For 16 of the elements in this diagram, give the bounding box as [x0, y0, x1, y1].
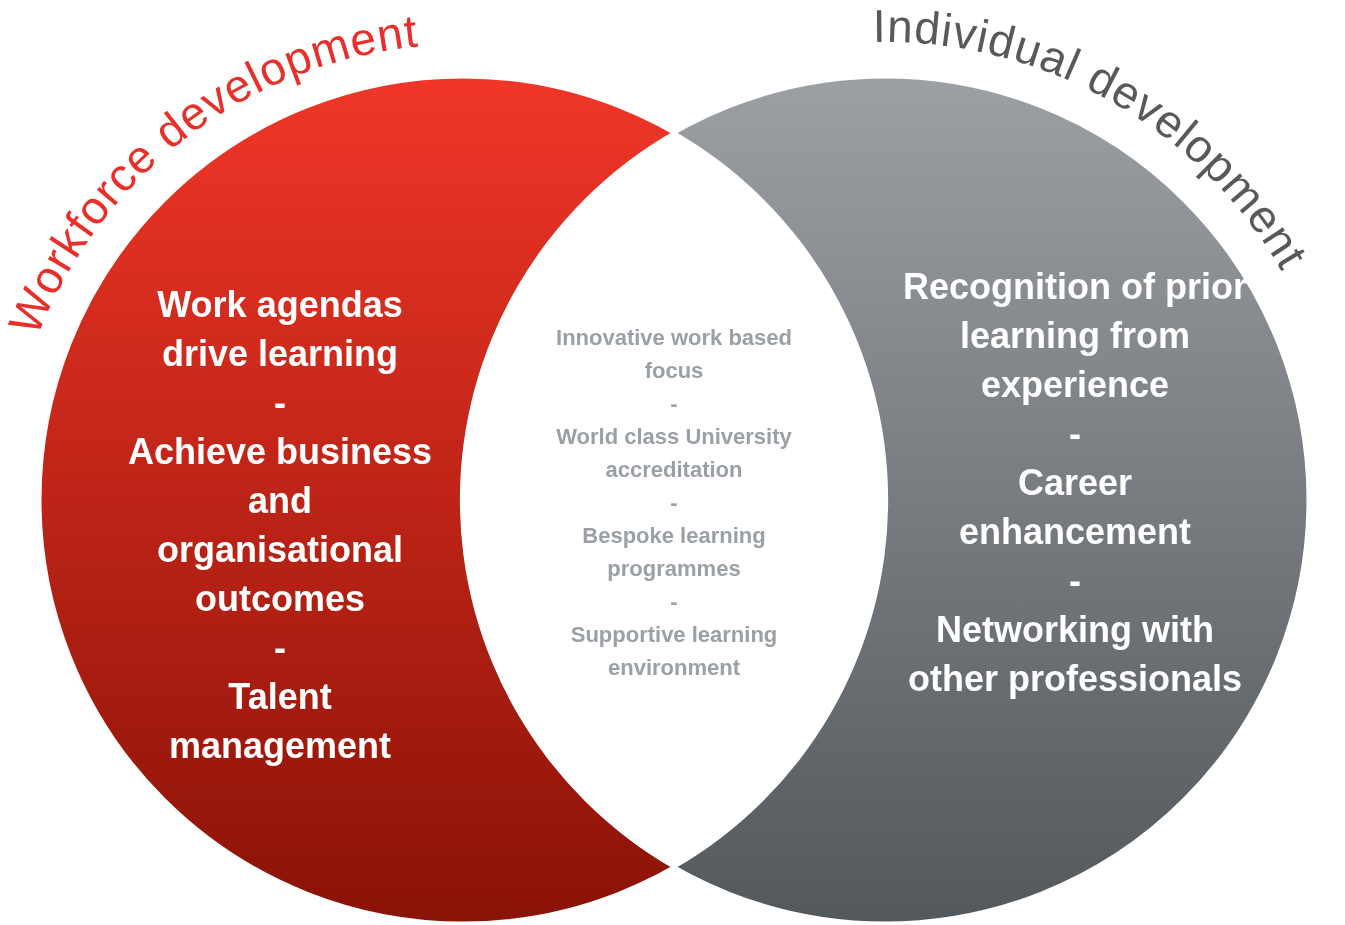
- venn-text: Recognition of prior learning from experience: [902, 266, 1247, 407]
- venn-text: Career enhancement: [957, 461, 1193, 554]
- venn-text: Innovative work based focus: [555, 324, 793, 385]
- venn-text: -: [274, 381, 286, 425]
- venn-text: Talent management: [167, 675, 393, 768]
- venn-text: Networking with other professionals: [906, 608, 1244, 701]
- venn-text: -: [670, 489, 678, 517]
- venn-text: -: [1069, 412, 1081, 456]
- venn-text: World class University accreditation: [555, 423, 793, 484]
- venn-text: Achieve business and organisational outcomes: [126, 430, 434, 621]
- venn-text: -: [1069, 559, 1081, 603]
- venn-text: -: [274, 626, 286, 670]
- venn-text: Supportive learning environment: [569, 621, 779, 682]
- venn-text: -: [670, 588, 678, 616]
- venn-text: -: [670, 390, 678, 418]
- venn-text: Bespoke learning programmes: [581, 522, 767, 583]
